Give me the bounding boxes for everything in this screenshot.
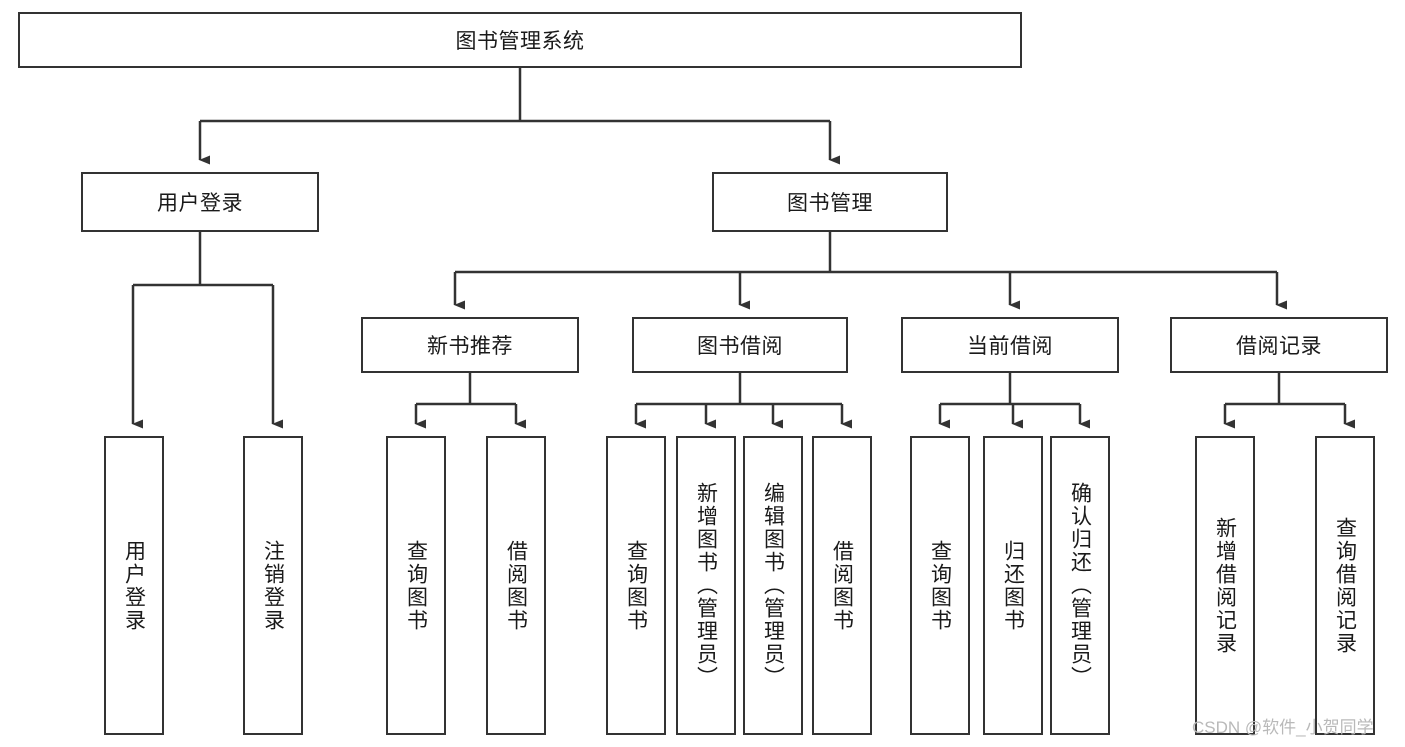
node-borrow-records[interactable]: 借阅记录 [1170,317,1388,373]
node-label: 新书推荐 [427,335,513,358]
leaf-add-book-admin[interactable]: 新增图书（管理员） [676,436,736,735]
leaf-query-books-recommend[interactable]: 查询图书 [386,436,446,735]
node-label: 借阅图书 [830,539,854,632]
node-label: 当前借阅 [967,335,1053,358]
node-label: 借阅记录 [1236,335,1322,358]
node-label: 查询借阅记录 [1333,516,1357,655]
node-label: 编辑图书（管理员） [761,482,785,689]
node-label: 用户登录 [157,192,243,215]
node-book-management[interactable]: 图书管理 [712,172,948,232]
node-label: 查询图书 [928,539,952,632]
node-user-login[interactable]: 用户登录 [81,172,319,232]
node-label: 新增借阅记录 [1213,516,1237,655]
node-label: 确认归还（管理员） [1068,482,1092,689]
node-label: 图书借阅 [697,335,783,358]
node-label: 查询图书 [624,539,648,632]
node-label: 借阅图书 [504,539,528,632]
leaf-edit-book-admin[interactable]: 编辑图书（管理员） [743,436,803,735]
node-book-borrow[interactable]: 图书借阅 [632,317,848,373]
node-label: 注销登录 [261,539,285,632]
node-label: 用户登录 [122,539,146,632]
csdn-watermark: CSDN @软件_小贺同学 [1192,718,1374,737]
node-label: 图书管理 [787,192,873,215]
leaf-query-books-borrow[interactable]: 查询图书 [606,436,666,735]
node-new-book-recommend[interactable]: 新书推荐 [361,317,579,373]
leaf-user-login[interactable]: 用户登录 [104,436,164,735]
leaf-logout[interactable]: 注销登录 [243,436,303,735]
leaf-confirm-return-admin[interactable]: 确认归还（管理员） [1050,436,1110,735]
node-label: 新增图书（管理员） [694,482,718,689]
leaf-query-books-current[interactable]: 查询图书 [910,436,970,735]
leaf-borrow-books-recommend[interactable]: 借阅图书 [486,436,546,735]
leaf-borrow-books[interactable]: 借阅图书 [812,436,872,735]
leaf-query-borrow-record[interactable]: 查询借阅记录 [1315,436,1375,735]
node-label: 查询图书 [404,539,428,632]
node-label: 归还图书 [1001,539,1025,632]
leaf-return-books[interactable]: 归还图书 [983,436,1043,735]
node-root-system[interactable]: 图书管理系统 [18,12,1022,68]
node-current-borrow[interactable]: 当前借阅 [901,317,1119,373]
leaf-add-borrow-record[interactable]: 新增借阅记录 [1195,436,1255,735]
node-label: 图书管理系统 [455,30,585,53]
